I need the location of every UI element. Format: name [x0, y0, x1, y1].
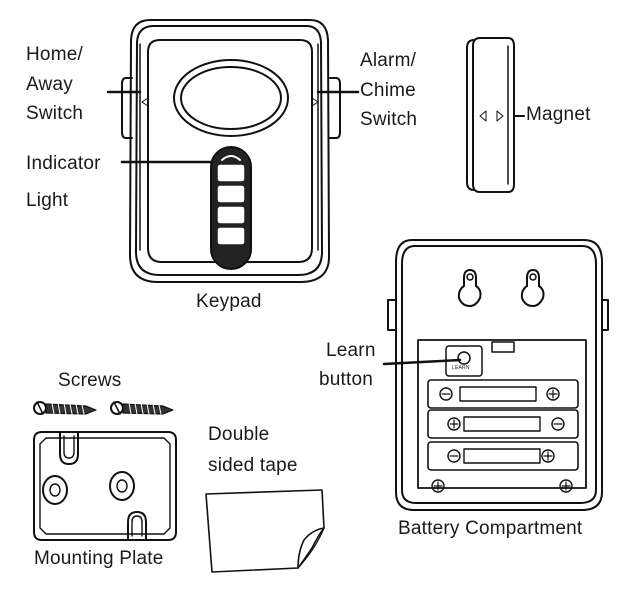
indicator-label-line2: Light — [26, 190, 69, 211]
tape-label-line1: Double — [208, 424, 270, 445]
home-away-label-line3: Switch — [26, 103, 84, 124]
battery-compartment-illustration — [382, 239, 609, 511]
magnet-label: Magnet — [526, 104, 591, 125]
mounting-plate-illustration — [33, 431, 177, 541]
keypad-illustration — [106, 19, 360, 283]
tape-label-line2: sided tape — [208, 455, 298, 476]
indicator-label-line1: Indicator — [26, 153, 101, 174]
keypad-label: Keypad — [196, 291, 262, 312]
home-away-label-line1: Home/ — [26, 44, 83, 65]
alarm-chime-label-line1: Alarm/ — [360, 50, 417, 71]
tape-illustration — [205, 489, 325, 573]
learn-label-line2: button — [319, 369, 374, 390]
home-away-label-line2: Away — [26, 74, 73, 95]
screws-illustration — [33, 401, 174, 415]
screws-label: Screws — [58, 370, 122, 391]
magnet-illustration — [466, 37, 525, 193]
learn-small-label: LEARN — [452, 365, 470, 371]
battery-compartment-label: Battery Compartment — [398, 518, 583, 539]
keypad-oval-window — [173, 59, 289, 137]
alarm-chime-label-line3: Switch — [360, 109, 418, 130]
mounting-plate-label: Mounting Plate — [34, 548, 164, 569]
alarm-chime-label-line2: Chime — [360, 80, 416, 101]
learn-label-line1: Learn — [326, 340, 376, 361]
learn-button-dot — [457, 351, 471, 365]
